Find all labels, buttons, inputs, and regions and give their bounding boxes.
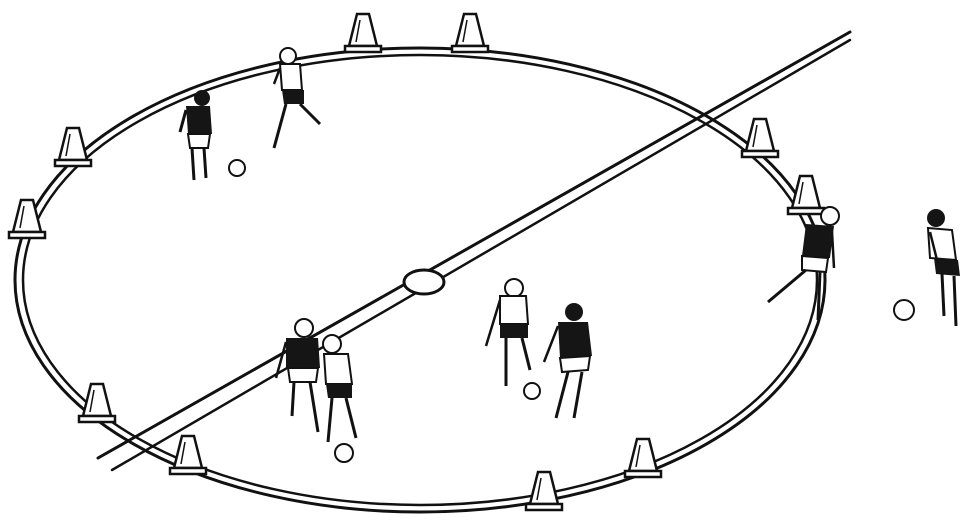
cone [625,439,661,477]
player-light [486,279,530,386]
cone [9,200,45,238]
player-dark [544,303,592,418]
cone [452,14,488,52]
ball [335,444,353,462]
halfway-line [98,32,850,470]
player-dark [180,90,212,180]
cone [345,14,381,52]
cone [55,128,91,166]
players [180,48,960,442]
cone [79,384,115,422]
ball [894,300,914,320]
player-light [323,335,356,442]
cone [170,436,206,474]
centre-spot [404,270,444,294]
player-light [927,209,960,326]
cone [742,119,778,157]
ball [229,160,245,176]
cone [788,176,824,214]
ball [524,383,540,399]
